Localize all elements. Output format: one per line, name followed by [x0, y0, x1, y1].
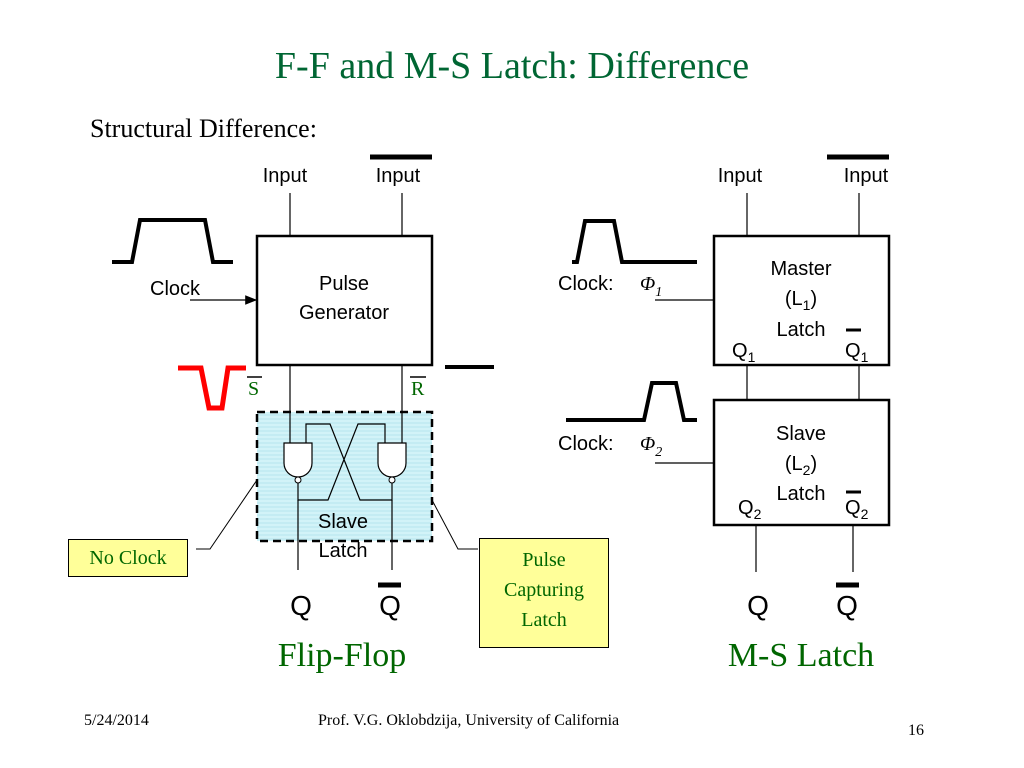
slave-q-label: Q2 [738, 497, 762, 522]
pulse-generator-line1: Pulse [319, 273, 369, 295]
clock1-label: Clock: [558, 273, 614, 295]
master-qbar-label: Q1 [845, 340, 869, 365]
ms-slave-latch-box [712, 398, 891, 527]
master-line3: Latch [777, 319, 826, 341]
ff-qbar-label: Q [379, 590, 401, 621]
ms-latch-diagram: Input Input Clock: Φ1 Master (L1) Latch … [558, 154, 891, 674]
slave-line2: (L2) [785, 453, 817, 478]
flipflop-diagram: Input Input Clock Pulse Generator S R [112, 154, 494, 674]
no-clock-text: No Clock [89, 547, 167, 569]
ff-q-label: Q [290, 590, 312, 621]
ms-qbar-label: Q [836, 590, 858, 621]
ff-input-label: Input [263, 165, 308, 187]
slide-subtitle: Structural Difference: [90, 114, 317, 143]
r-label: R [411, 378, 425, 400]
nand-bubble-right [388, 476, 396, 484]
cross-wire-2 [297, 423, 386, 501]
flipflop-caption: Flip-Flop [278, 637, 406, 674]
ms-input-label: Input [718, 165, 763, 187]
nand-gate-left [283, 442, 313, 478]
clock2-label: Clock: [558, 433, 614, 455]
footer-page-number: 16 [908, 722, 924, 739]
s-pulse-waveform [178, 365, 246, 411]
phi2-label: Φ2 [640, 433, 662, 460]
pulse-generator-line2: Generator [299, 302, 389, 324]
s-label: S [248, 378, 259, 400]
clock1-waveform [572, 219, 697, 264]
master-q-label: Q1 [732, 340, 756, 365]
no-clock-callout: No Clock [68, 539, 188, 577]
nand-gate-right [377, 442, 407, 478]
pulse-capturing-line3: Latch [521, 609, 567, 631]
ms-latch-caption: M-S Latch [728, 637, 874, 674]
pulse-capturing-callout: Pulse Capturing Latch [479, 538, 609, 648]
master-latch-box [712, 234, 891, 367]
pulse-generator-box [255, 234, 434, 367]
pulse-capturing-leader [431, 499, 478, 550]
cross-wire-1 [305, 423, 393, 501]
clock2-waveform [566, 381, 697, 422]
master-line2: (L1) [785, 288, 817, 313]
pulse-capturing-line2: Capturing [504, 579, 584, 601]
slave-latch-line2: Latch [319, 540, 368, 562]
slave-qbar-label: Q2 [845, 497, 869, 522]
slave-line3: Latch [777, 483, 826, 505]
ff-clock-label: Clock [150, 278, 201, 300]
ff-input-bar-label: Input [376, 165, 421, 187]
footer-author: Prof. V.G. Oklobdzija, University of Cal… [318, 712, 620, 729]
no-clock-leader [196, 479, 258, 550]
slide-title: F-F and M-S Latch: Difference [274, 45, 750, 87]
slave-line1: Slave [776, 423, 826, 445]
phi1-label: Φ1 [640, 273, 662, 300]
ms-q-label: Q [747, 590, 769, 621]
slave-latch-line1: Slave [318, 511, 368, 533]
slave-latch-box [255, 410, 434, 543]
pulse-capturing-line1: Pulse [522, 549, 566, 571]
ff-clock-waveform [112, 218, 233, 264]
ms-input-bar-label: Input [844, 165, 889, 187]
nand-bubble-left [294, 476, 302, 484]
master-line1: Master [770, 258, 831, 280]
footer-date: 5/24/2014 [84, 712, 149, 729]
